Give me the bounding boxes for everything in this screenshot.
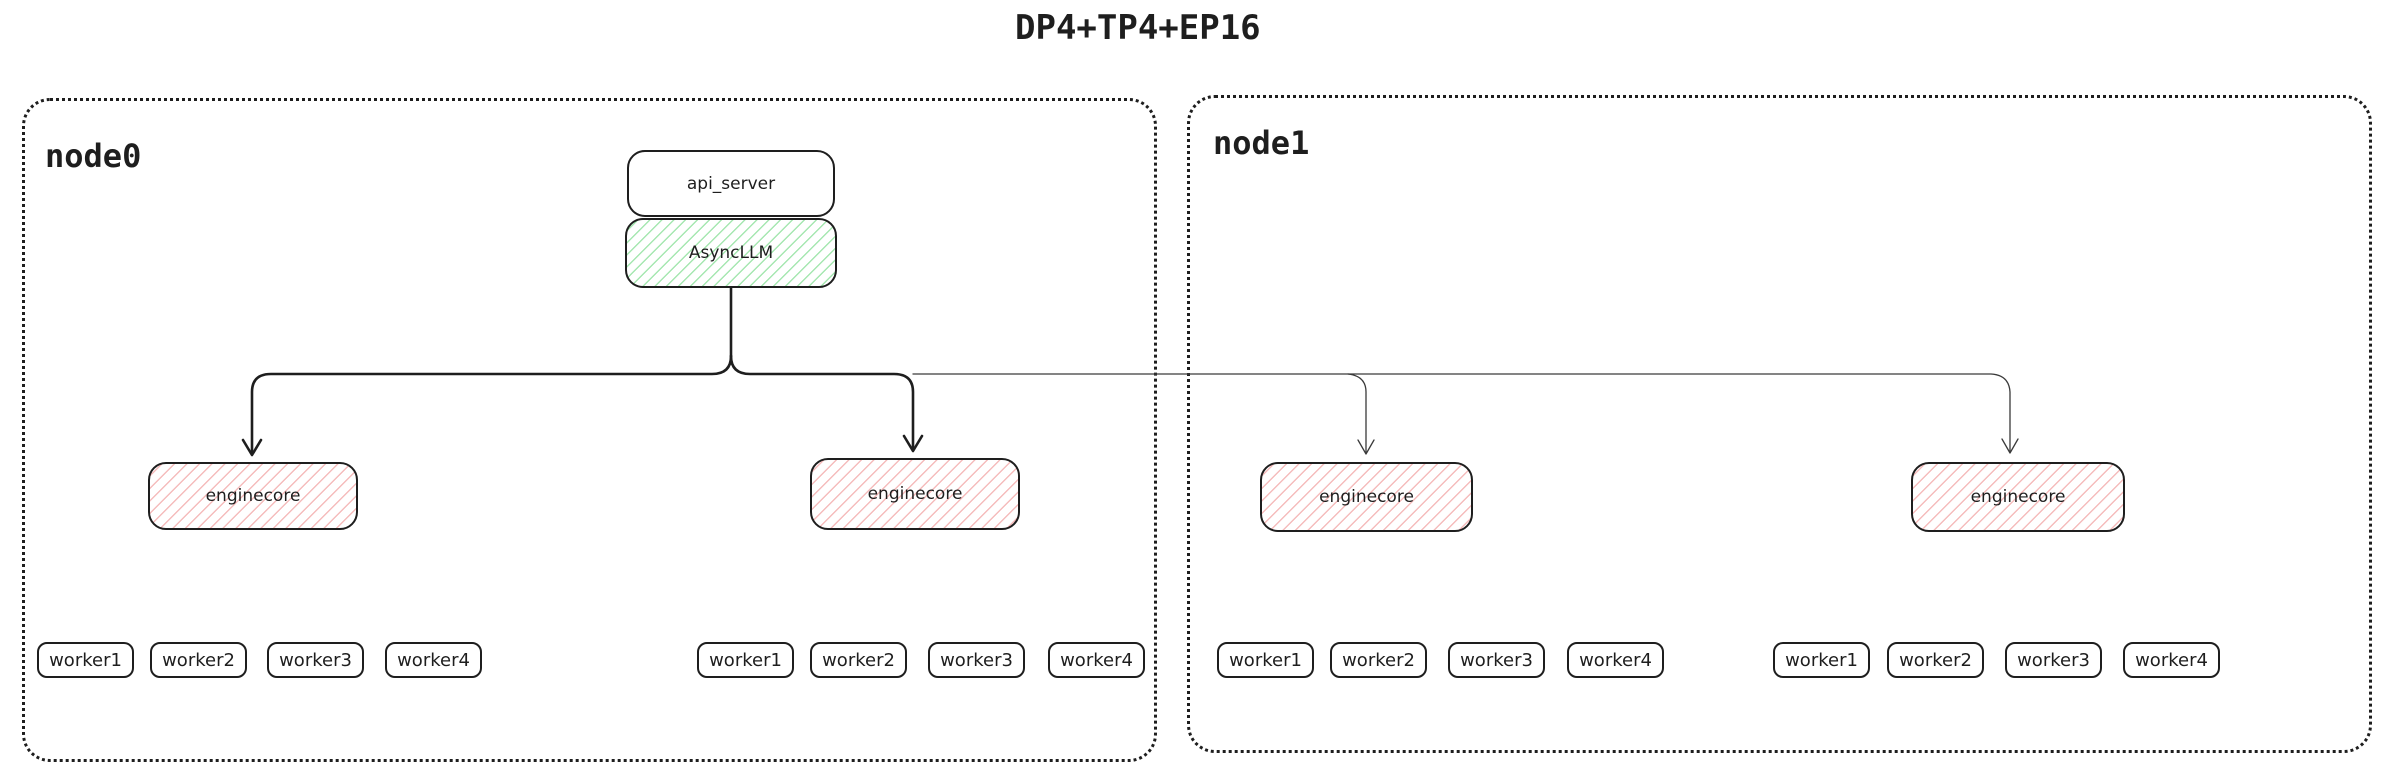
worker-box: worker3 (928, 642, 1025, 678)
api-server-box: api_server (627, 150, 835, 217)
worker-box: worker2 (150, 642, 247, 678)
worker-box: worker4 (1048, 642, 1145, 678)
node1-label: node1 (1213, 124, 1310, 162)
enginecore-box-4: enginecore (1911, 462, 2125, 532)
worker-box: worker2 (810, 642, 907, 678)
worker-box: worker2 (1887, 642, 1984, 678)
worker-box: worker3 (2005, 642, 2102, 678)
worker-box: worker1 (1773, 642, 1870, 678)
worker-box: worker4 (1567, 642, 1664, 678)
worker-box: worker3 (267, 642, 364, 678)
worker-box: worker1 (1217, 642, 1314, 678)
worker-box: worker2 (1330, 642, 1427, 678)
enginecore-box-2: enginecore (810, 458, 1020, 530)
worker-box: worker3 (1448, 642, 1545, 678)
enginecore-box-1: enginecore (148, 462, 358, 530)
worker-box: worker4 (385, 642, 482, 678)
worker-box: worker1 (37, 642, 134, 678)
diagram-title: DP4+TP4+EP16 (1015, 8, 1261, 48)
worker-box: worker1 (697, 642, 794, 678)
node0-label: node0 (45, 137, 142, 175)
async-llm-box: AsyncLLM (625, 218, 837, 288)
enginecore-box-3: enginecore (1260, 462, 1473, 532)
worker-box: worker4 (2123, 642, 2220, 678)
